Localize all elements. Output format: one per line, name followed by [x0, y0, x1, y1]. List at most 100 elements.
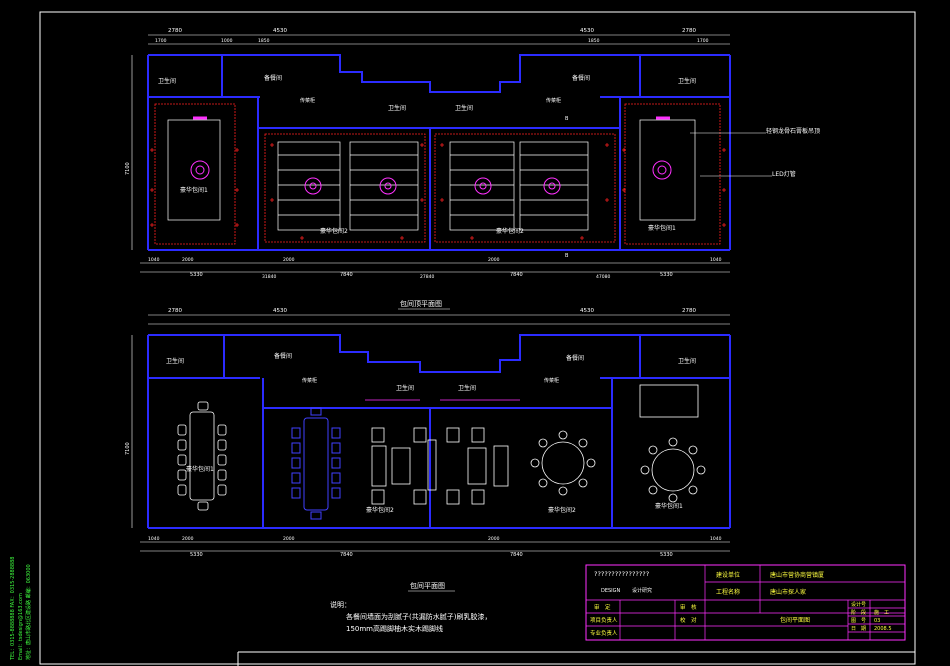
dining-set-left	[177, 401, 227, 511]
annotation-led: LED灯管	[772, 170, 796, 178]
bot-room1-left: 豪华包间1	[186, 465, 214, 473]
approve-label: 审 定	[594, 603, 611, 611]
stage-value: 施 工	[874, 609, 889, 616]
top-room2-left: 豪华包间2	[320, 227, 348, 235]
top-walls	[147, 54, 731, 251]
top-total-4: 5330	[660, 272, 673, 278]
top-dim-1: 2780	[168, 28, 182, 34]
bot-cabinet-right: 传菜柜	[544, 377, 559, 384]
top-subdim-1: 1700	[155, 38, 167, 44]
top-light-fixtures	[190, 116, 672, 195]
top-subdim-3: 1850	[258, 38, 270, 44]
top-cabinet-left: 传菜柜	[300, 97, 315, 104]
top-plan: 2780 4530 4530 2780 1700 1000 1850 1850 …	[125, 28, 820, 310]
bot-total-4: 5330	[660, 552, 673, 558]
design-unit-label: 建设单位	[716, 571, 740, 579]
side-text-2: Email：tsdesign@163.com	[18, 593, 24, 660]
bot-bdim-3: 2000	[283, 536, 295, 542]
project-value: 唐山市探人家	[770, 588, 806, 596]
top-total-3: 7840	[510, 272, 523, 278]
top-subdim-5: 1700	[697, 38, 709, 44]
notes-heading: 说明：	[330, 600, 351, 609]
bot-room2-left: 豪华包间2	[366, 506, 394, 514]
top-prep-left: 备餐间	[264, 74, 282, 82]
bot-toilet-left: 卫生间	[166, 357, 184, 365]
bottom-walls	[147, 334, 731, 529]
top-room2-right: 豪华包间2	[496, 227, 524, 235]
top-grand-1: 31840	[262, 274, 276, 280]
top-bdim-1: 1040	[148, 257, 160, 263]
bottom-plan-title: 包间平面图	[410, 581, 445, 590]
bot-dim-4: 2780	[682, 308, 696, 314]
project-label: 工程名称	[716, 588, 740, 596]
top-toilet-mid2: 卫生间	[455, 104, 473, 112]
bot-prep-left: 备餐间	[274, 352, 292, 360]
sheet-border-outer	[39, 11, 916, 665]
side-text-3: 地址：唐山市路北区建设路 邮编：063000	[25, 564, 32, 660]
top-dim-4: 2780	[682, 28, 696, 34]
top-downlights	[150, 143, 726, 240]
top-height-dim: 7100	[125, 162, 131, 175]
dining-set-blue	[291, 407, 341, 520]
bot-bdim-5: 1040	[710, 536, 722, 542]
bot-room1-right: 豪华包间1	[655, 502, 683, 510]
top-dim-3: 4530	[580, 28, 594, 34]
bot-toilet-right: 卫生间	[678, 357, 696, 365]
top-total-1: 5330	[190, 272, 203, 278]
bottom-bottom-dimensions	[140, 541, 730, 552]
top-room1-left: 豪华包间1	[180, 186, 208, 194]
bottom-top-dimensions	[148, 314, 730, 325]
side-info: TEL：0315-8888888 FAX：0315-2888888 Email：…	[10, 557, 32, 661]
bot-dim-2: 4530	[273, 308, 287, 314]
side-text-1: TEL：0315-8888888 FAX：0315-2888888	[10, 557, 16, 661]
bot-total-1: 5330	[190, 552, 203, 558]
top-prep-right: 备餐间	[572, 74, 590, 82]
check-label: 校 对	[680, 616, 697, 624]
top-total-2: 7840	[340, 272, 353, 278]
bot-toilet-mid2: 卫生间	[458, 384, 476, 392]
lounge-sets	[371, 427, 509, 505]
top-bdim-5: 1040	[710, 257, 722, 263]
company-code: 设计研究	[632, 587, 652, 594]
top-bdim-2: 2000	[182, 257, 194, 263]
top-ceiling-panels	[167, 119, 696, 231]
bot-dim-1: 2780	[168, 308, 182, 314]
top-plan-title: 包间顶平面图	[400, 299, 442, 308]
top-subdim-4: 1850	[588, 38, 600, 44]
date-label: 日 期	[851, 626, 866, 632]
stage-label: 阶 段	[851, 609, 866, 616]
notes-line-1: 各餐间墙面为刮腻子(共漏防水腻子)刷乳胶漆，	[346, 612, 491, 621]
annotation-ceiling: 轻钢龙骨石膏板吊顶	[766, 127, 820, 135]
section-mark-b: B	[565, 253, 569, 259]
bot-dim-3: 4530	[580, 308, 594, 314]
bot-room2-right: 豪华包间2	[548, 506, 576, 514]
section-mark-b-top: B	[565, 116, 569, 122]
bot-total-3: 7840	[510, 552, 523, 558]
top-grand-3: 47080	[596, 274, 610, 280]
company-en: DESIGN	[601, 588, 621, 594]
top-dimensions	[148, 34, 730, 45]
top-ceiling-outline	[154, 103, 721, 245]
specialty-lead-label: 专业负责人	[590, 629, 618, 637]
top-dim-2: 4530	[273, 28, 287, 34]
date-value: 2008.5	[874, 626, 892, 632]
top-bottom-dimensions	[140, 262, 730, 273]
top-bdim-3: 2000	[283, 257, 295, 263]
top-bdim-4: 2000	[488, 257, 500, 263]
project-lead-label: 项目负责人	[590, 616, 618, 624]
round-tables	[530, 384, 706, 503]
bot-bdim-2: 2000	[182, 536, 194, 542]
bot-bdim-4: 2000	[488, 536, 500, 542]
top-cabinet-right: 传菜柜	[546, 97, 561, 104]
sheet-value: 03	[874, 618, 880, 624]
sheet-label: 图 号	[851, 618, 866, 624]
design-unit-value: 唐山市营协商营镇厦	[770, 571, 824, 579]
bot-cabinet-left: 传菜柜	[302, 377, 317, 384]
design-no-label: 设计号	[851, 601, 866, 608]
bottom-plan: 2780 4530 4530 2780	[125, 308, 731, 592]
bot-toilet-mid1: 卫生间	[396, 384, 414, 392]
audit-label: 审 核	[680, 603, 697, 611]
top-room1-right: 豪华包间1	[648, 224, 676, 232]
bot-prep-right: 备餐间	[566, 354, 584, 362]
notes: 说明： 各餐间墙面为刮腻子(共漏防水腻子)刷乳胶漆， 150mm高踢脚柚木实木踢…	[330, 600, 491, 633]
